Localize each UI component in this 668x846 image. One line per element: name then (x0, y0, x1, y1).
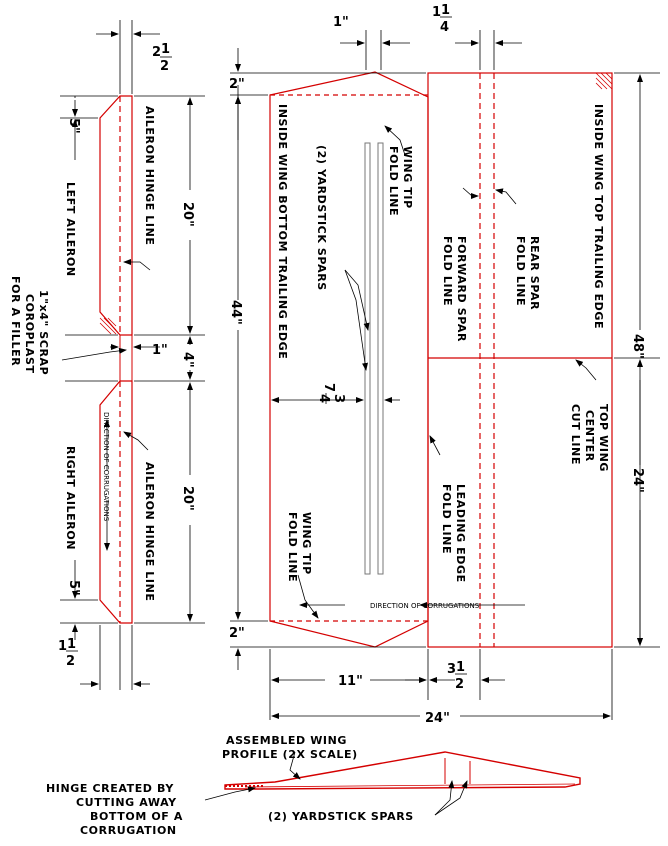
top-trailing-edge-label: INSIDE WING TOP TRAILING EDGE (592, 104, 605, 329)
dim-11: 11" (338, 674, 363, 689)
dim-44: 44" (228, 300, 243, 325)
aileron-dimension-lines (60, 20, 205, 690)
dim-2in-bottom: 2" (229, 626, 245, 641)
dim-1q-den: 4 (440, 20, 449, 35)
dim-1h-den: 2 (66, 654, 75, 669)
spar-2 (377, 142, 384, 575)
dim-1h-num: 1 (67, 637, 76, 652)
hinge-note-2: CUTTING AWAY (76, 796, 177, 809)
yardstick-spars (364, 142, 384, 575)
dim-48: 48" (630, 334, 645, 359)
dim-2h-den: 2 (160, 59, 169, 74)
dim-3h-num: 1 (456, 660, 465, 675)
left-aileron-outline (99, 95, 133, 336)
spar-1 (364, 142, 371, 575)
ailerons (99, 95, 133, 624)
dim-20-top: 20" (180, 202, 195, 227)
wing-tip-fold-top-2: FOLD LINE (387, 146, 400, 216)
dim-1h-whole: 1 (58, 639, 67, 654)
rear-spar-2: FOLD LINE (514, 236, 527, 306)
dim-24-horizontal: 24" (425, 711, 450, 726)
dim-5-top: 5" (66, 118, 81, 134)
wing-bottom-panel (269, 71, 429, 648)
wing-tip-fold-bottom-1: WING TIP (300, 512, 313, 575)
dim-7-3q-whole: 7 (321, 383, 336, 392)
wing-tip-fold-top-1: WING TIP (401, 146, 414, 209)
aileron-hatch (99, 317, 117, 335)
yardstick-spars-bottom-label: (2) YARDSTICK SPARS (268, 810, 414, 823)
filler-note-1: 1"x4" SCRAP (37, 290, 50, 375)
hinge-note-3: BOTTOM OF A (90, 810, 183, 823)
rotated-labels: INSIDE WING TOP TRAILING EDGE INSIDE WIN… (9, 104, 610, 602)
profile-label-2: PROFILE (2X SCALE) (222, 748, 358, 761)
dim-7-3q-num: 3 (331, 394, 346, 403)
corner-hatch-top (595, 72, 613, 90)
yardstick-spars-label: (2) YARDSTICK SPARS (315, 145, 328, 291)
assembled-profile (204, 751, 581, 816)
aileron-hinge-right-label: AILERON HINGE LINE (143, 462, 156, 602)
dimension-values: 1" 1 1 4 2" 2" 44" 48" 24" 7 3 4 11" 3 1… (58, 3, 645, 726)
top-wing-center-2: CENTER (583, 410, 596, 462)
dim-2h-num: 1 (161, 42, 170, 57)
dim-4: 4" (180, 352, 195, 368)
dim-1q-whole: 1 (432, 5, 441, 20)
top-wing-center-1: TOP WING (597, 404, 610, 472)
profile-label-1: ASSEMBLED WING (226, 734, 347, 747)
filler-note-3: FOR A FILLER (9, 276, 22, 366)
dim-24-vertical: 24" (630, 468, 645, 493)
wing-tip-fold-bottom-2: FOLD LINE (286, 512, 299, 582)
hinge-note-4: CORRUGATION (80, 824, 177, 837)
dim-20-bottom: 20" (180, 486, 195, 511)
dim-5-bottom: 5" (66, 580, 81, 596)
horizontal-labels: DIRECTION OF CORRUGATIONS ASSEMBLED WING… (46, 602, 480, 837)
dim-2h-whole: 2 (152, 45, 161, 60)
forward-spar-2: FOLD LINE (441, 236, 454, 306)
dim-1-aileron: 1" (152, 343, 168, 358)
aileron-corrugation-label: DIRECTION OF CORRUGATIONS (102, 412, 110, 522)
leading-edge-1: LEADING EDGE (454, 484, 467, 583)
right-aileron-label: RIGHT AILERON (64, 446, 77, 550)
filler-note-2: COROPLAST (23, 294, 36, 374)
dim-1in: 1" (333, 15, 349, 30)
aileron-hinge-left-label: AILERON HINGE LINE (143, 106, 156, 246)
hinge-note-1: HINGE CREATED BY (46, 782, 174, 795)
dim-1q-num: 1 (441, 3, 450, 18)
wing-corrugation-label: DIRECTION OF CORRUGATIONS (370, 602, 480, 610)
bottom-trailing-edge-label: INSIDE WING BOTTOM TRAILING EDGE (276, 104, 289, 359)
filler-gap (119, 334, 133, 382)
leader-lines (297, 125, 597, 619)
dim-2in-top: 2" (229, 77, 245, 92)
dim-7-3q-den: 4 (316, 394, 331, 403)
left-aileron-label: LEFT AILERON (64, 182, 77, 277)
leading-edge-2: FOLD LINE (440, 484, 453, 554)
dimension-lines (230, 30, 660, 720)
dim-3h-whole: 3 (447, 662, 456, 677)
top-wing-center-3: CUT LINE (569, 404, 582, 465)
rear-spar-1: REAR SPAR (528, 236, 541, 310)
dim-3h-den: 2 (455, 677, 464, 692)
forward-spar-1: FORWARD SPAR (455, 236, 468, 342)
profile-outline (224, 751, 581, 790)
